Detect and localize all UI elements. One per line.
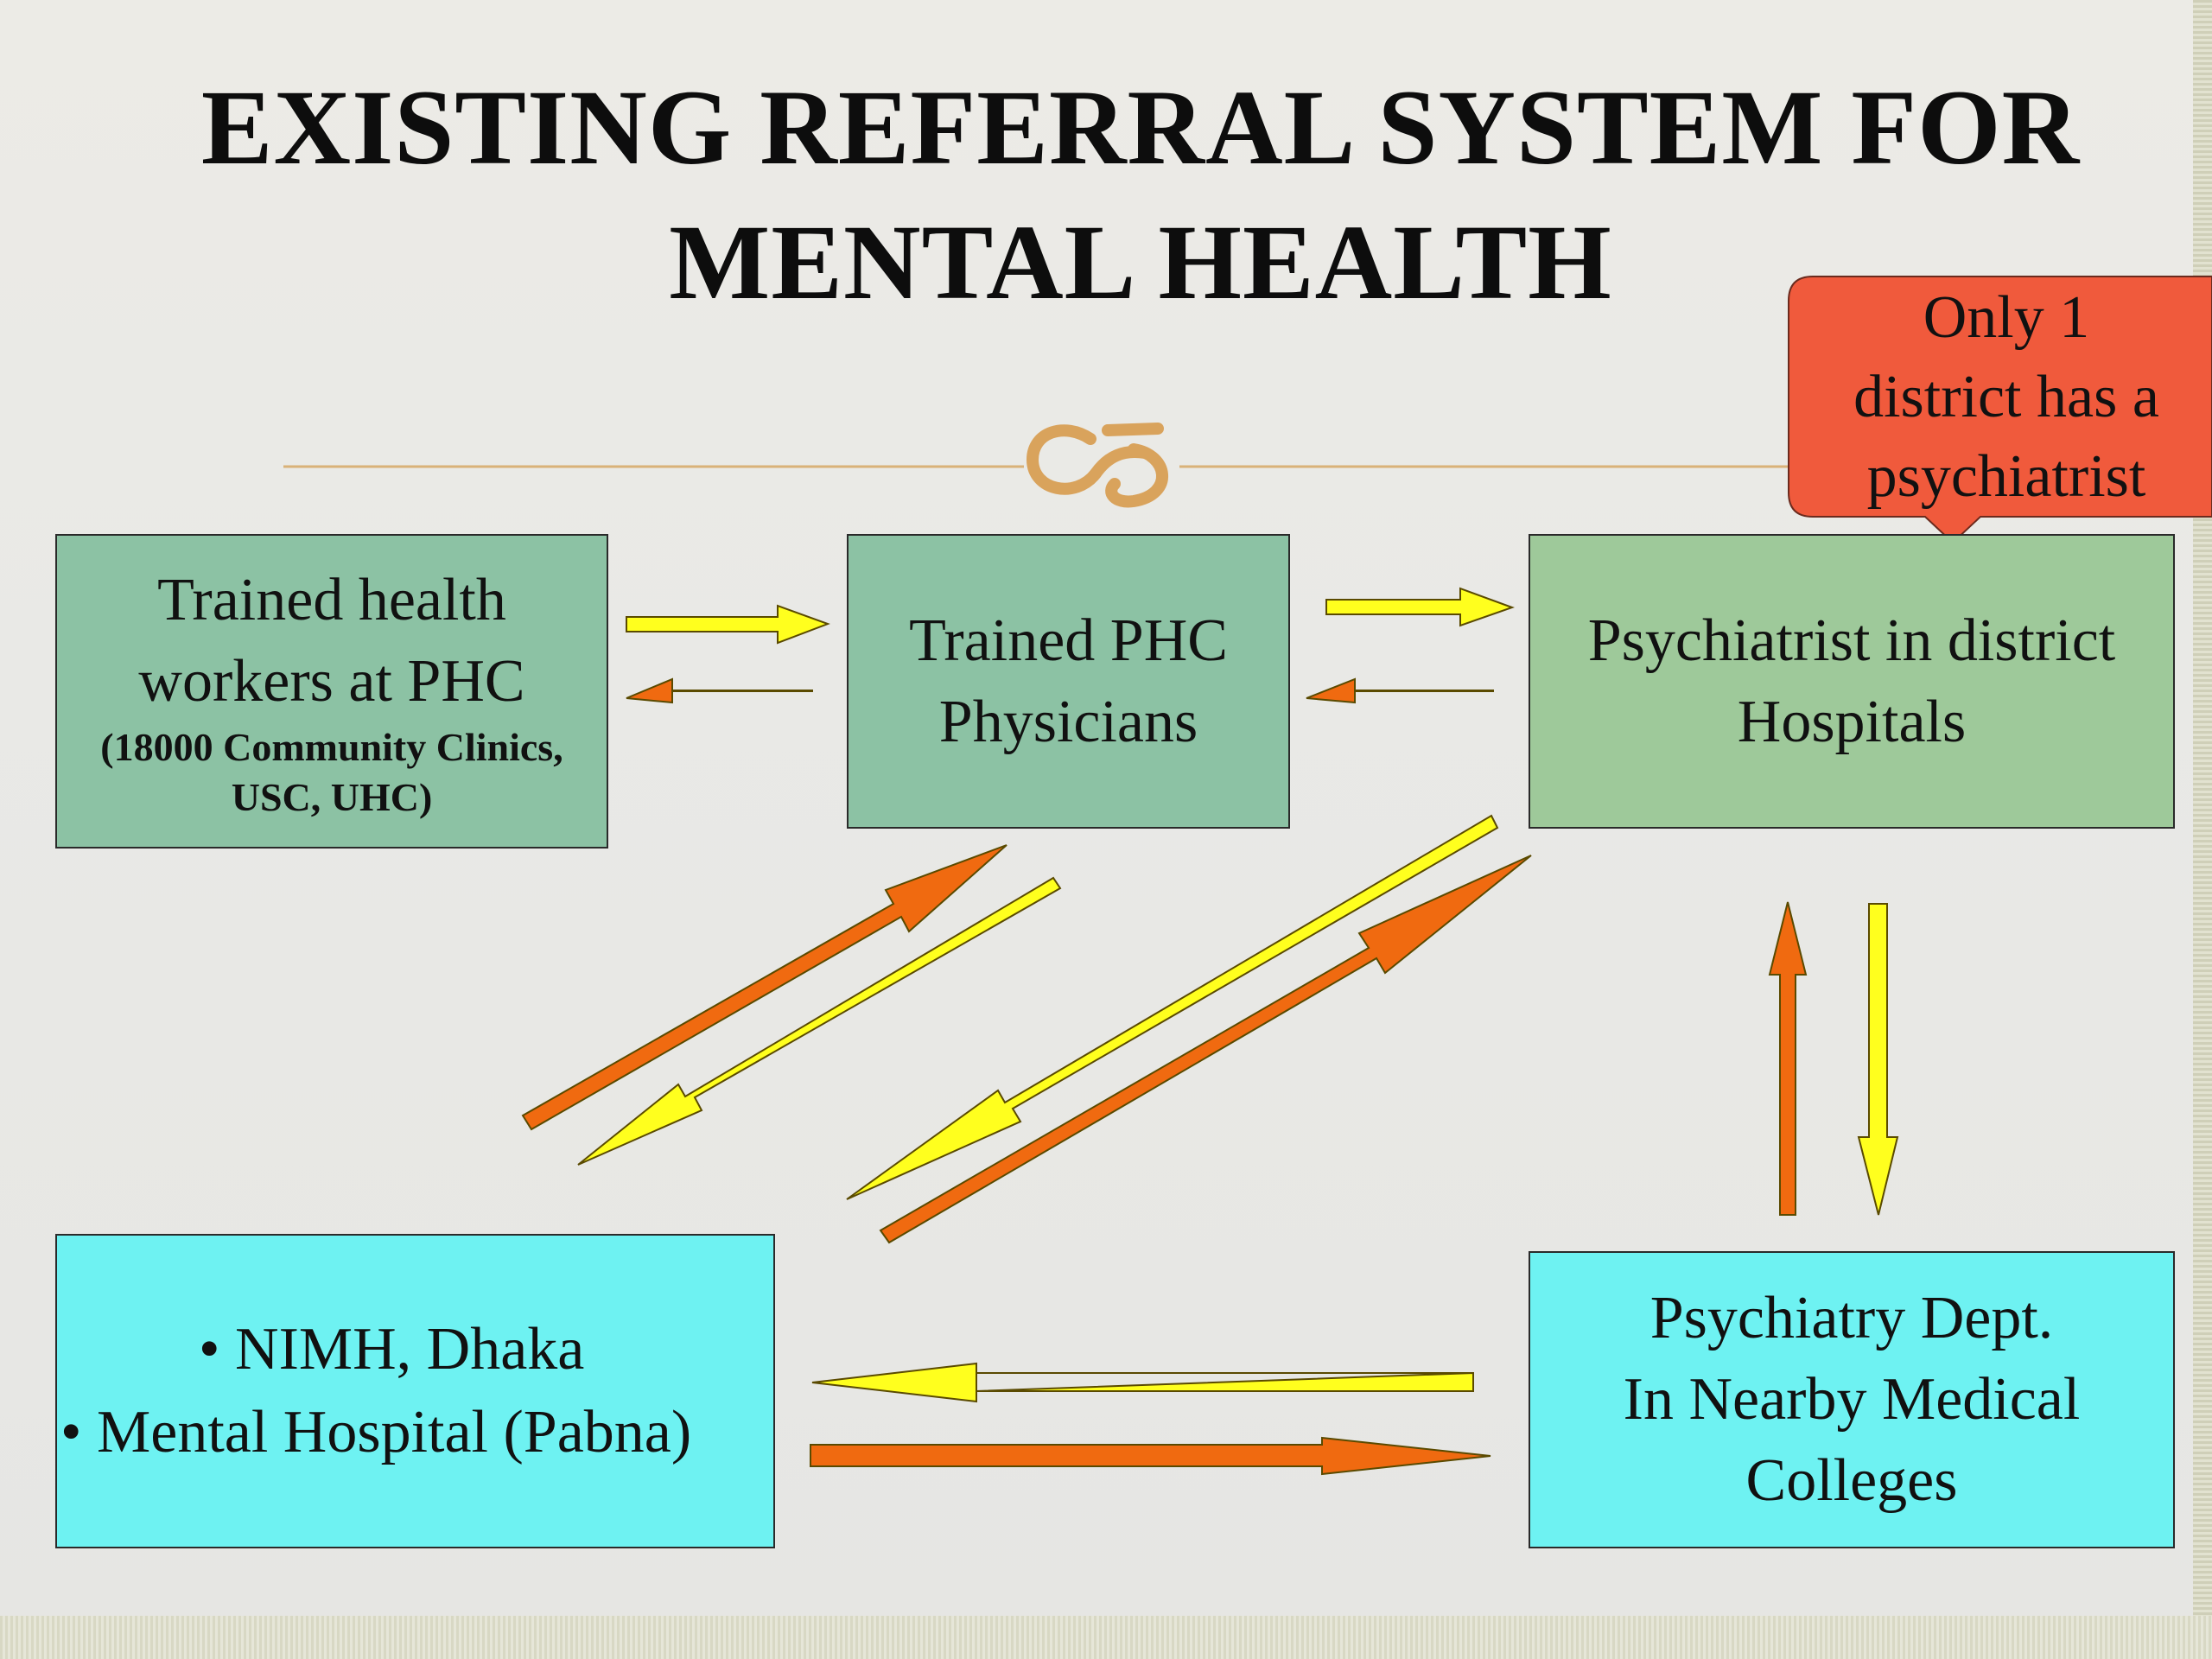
arrow-nimh-to-physicians [521,844,1007,1131]
decorative-border-bottom [0,1616,2212,1659]
arrow-physicians-to-district [1325,587,1515,627]
health-workers-line-1: Trained health [157,567,506,633]
box-nimh-mental-hospital: • NIMH, Dhaka • Mental Hospital (Pabna) [55,1234,775,1548]
title-line-1: EXISTING REFERRAL SYSTEM FOR [200,68,2081,187]
box-district-psychiatrist: Psychiatrist in district Hospitals [1529,534,2175,829]
box-medical-colleges: Psychiatry Dept. In Nearby Medical Colle… [1529,1251,2175,1548]
arrow-district-to-physicians [1306,677,1494,704]
health-workers-line-2: workers at PHC [138,648,525,715]
nimh-item-1: • NIMH, Dhaka [60,1308,584,1391]
arrow-medical-to-nimh [811,1362,1474,1403]
arrow-district-to-nimh [846,814,1499,1200]
bullet-icon: • [60,1399,82,1465]
arrow-workers-to-physicians [626,604,830,645]
box-health-workers: Trained health workers at PHC (18000 Com… [55,534,608,849]
medical-line-3: Colleges [1745,1447,1958,1514]
district-line-1: Psychiatrist in district [1587,607,2116,674]
title-line-2: MENTAL HEALTH [669,203,1612,321]
callout-bubble [1788,276,2212,544]
health-workers-sub-2: USC, UHC) [231,775,433,819]
nimh-item-2: • Mental Hospital (Pabna) [60,1391,691,1474]
district-line-2: Hospitals [1737,688,1967,755]
callout-line-1: Only 1 [1923,284,2090,351]
divider-ornament-icon [1026,423,1168,508]
phc-physicians-line-1: Trained PHC [909,607,1228,674]
phc-physicians-line-2: Physicians [938,688,1198,755]
medical-line-2: In Nearby Medical [1623,1366,2081,1433]
bullet-icon: • [199,1316,220,1382]
box-phc-physicians: Trained PHC Physicians [847,534,1290,829]
arrow-nimh-to-district [879,855,1532,1244]
nimh-item-2-text: Mental Hospital (Pabna) [97,1399,692,1465]
arrow-district-to-medical [1857,903,1899,1216]
health-workers-sub-1: (18000 Community Clinics, [100,725,563,769]
slide-title: EXISTING REFERRAL SYSTEM FOR MENTAL HEAL… [138,60,2143,330]
arrow-physicians-to-workers [626,677,813,704]
medical-line-1: Psychiatry Dept. [1649,1285,2054,1351]
arrow-physicians-to-nimh [577,876,1062,1166]
nimh-item-1-text: NIMH, Dhaka [235,1316,585,1382]
callout-line-2: district has a [1853,364,2159,430]
arrow-nimh-to-medical [810,1436,1491,1476]
callout-line-3: psychiatrist [1866,443,2146,510]
arrow-medical-to-district [1768,901,1808,1216]
callout-text: Only 1 district has a psychiatrist [1790,278,2212,517]
